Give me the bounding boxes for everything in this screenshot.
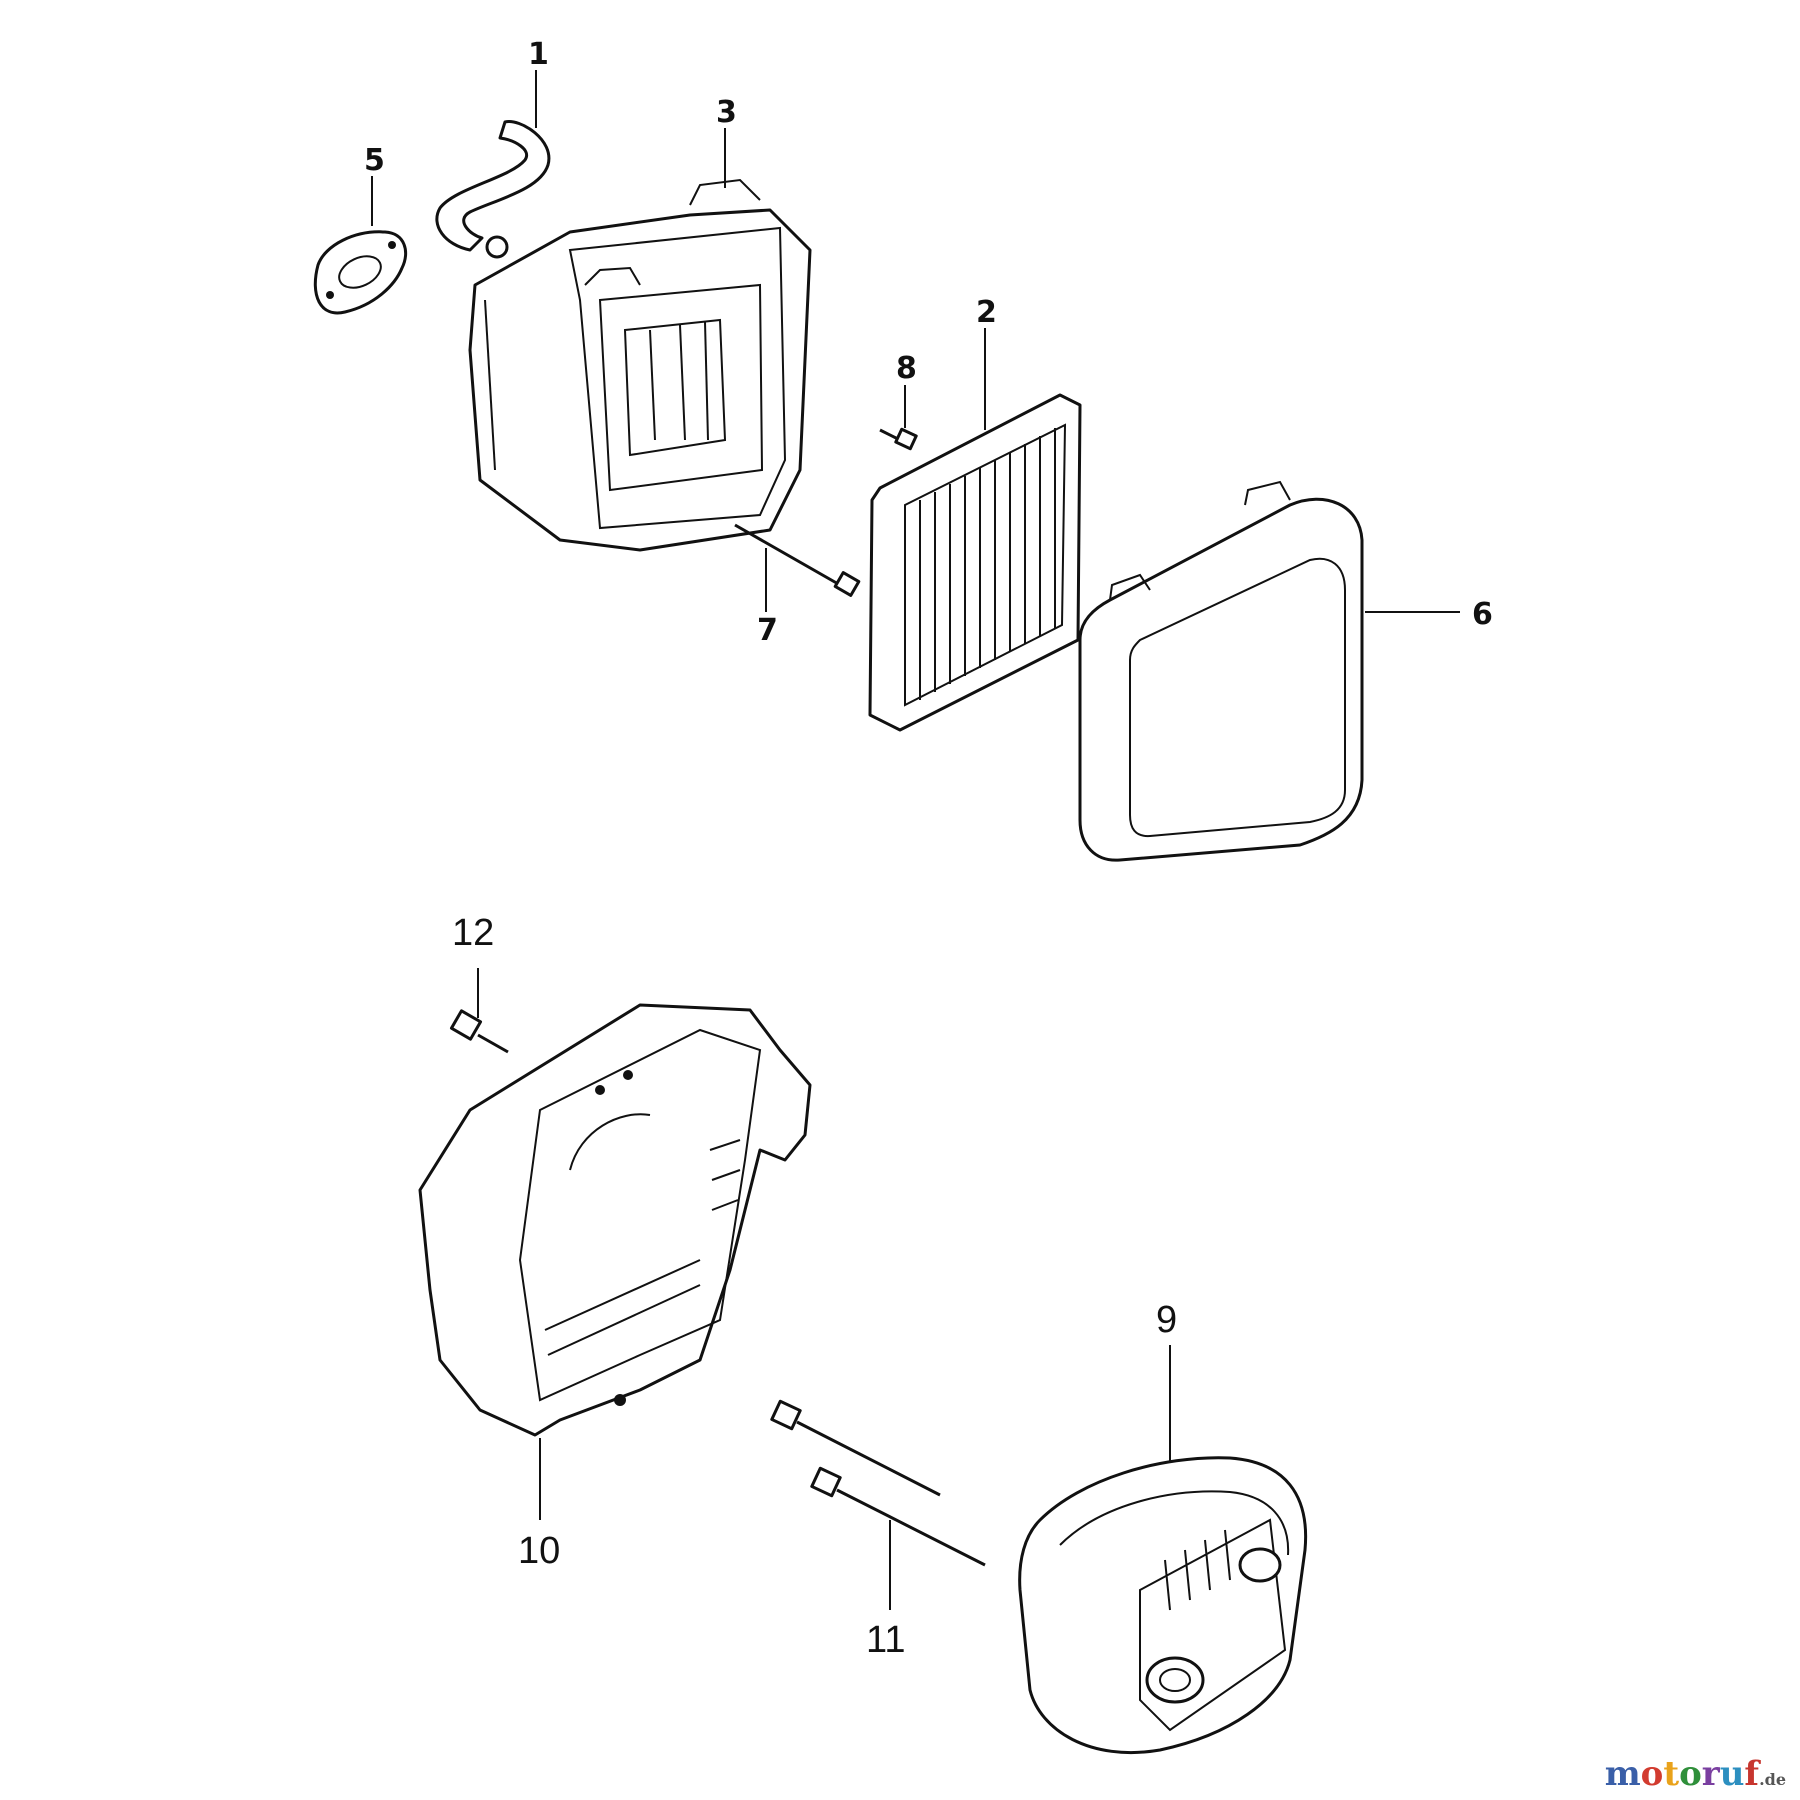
watermark-letter: m bbox=[1604, 1754, 1641, 1794]
watermark-letter: f bbox=[1744, 1754, 1760, 1794]
watermark-logo: motoruf.de bbox=[1605, 1754, 1786, 1794]
callout-10: 10 bbox=[518, 1530, 560, 1572]
callout-6: 6 bbox=[1472, 597, 1493, 632]
watermark-letter: t bbox=[1663, 1754, 1680, 1794]
watermark-letter: o bbox=[1640, 1754, 1664, 1794]
air-cleaner-cover bbox=[1078, 480, 1364, 862]
long-bolt bbox=[734, 523, 861, 597]
muffler bbox=[1018, 1456, 1308, 1755]
callout-11: 11 bbox=[866, 1619, 905, 1661]
callout-12: 12 bbox=[452, 912, 494, 954]
watermark-letter: u bbox=[1719, 1754, 1745, 1794]
filter-element bbox=[868, 393, 1082, 732]
watermark-letter: r bbox=[1701, 1754, 1720, 1794]
watermark-suffix: .de bbox=[1759, 1770, 1786, 1789]
callout-9: 9 bbox=[1156, 1299, 1177, 1341]
watermark-letter: o bbox=[1679, 1754, 1702, 1794]
protector-bolt bbox=[449, 1009, 509, 1054]
small-bolt bbox=[879, 427, 918, 451]
muffler-protector bbox=[418, 1003, 812, 1437]
callout-7: 7 bbox=[757, 613, 778, 648]
watermark-text: motoruf bbox=[1605, 1754, 1759, 1794]
callout-8: 8 bbox=[896, 351, 917, 386]
callout-1: 1 bbox=[528, 37, 549, 72]
gasket bbox=[313, 230, 408, 315]
callout-3: 3 bbox=[716, 95, 737, 130]
air-cleaner-case bbox=[468, 178, 812, 552]
breather-hose bbox=[435, 120, 551, 259]
callout-5: 5 bbox=[364, 143, 385, 178]
muffler-bolts bbox=[770, 1399, 986, 1567]
filter-pleats bbox=[919, 428, 1056, 700]
callout-2: 2 bbox=[976, 295, 997, 330]
